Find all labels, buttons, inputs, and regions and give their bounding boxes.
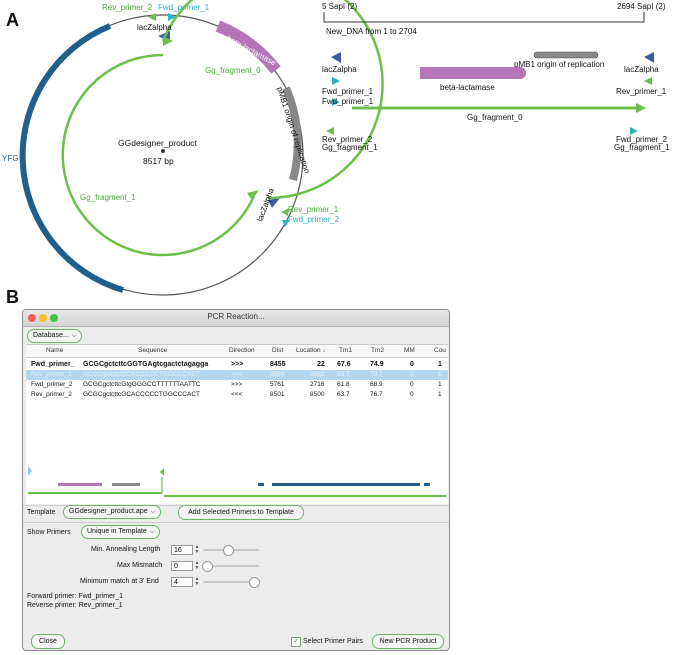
table-row[interactable]: Fwd_primer_ GCGCgctcttcGGTGAgtcgactctaga…	[31, 361, 442, 368]
linear-fwd-primer-1-label-a: Fwd_primer_1	[322, 87, 374, 96]
col-tm1[interactable]: Tm1	[339, 347, 352, 354]
max-mismatch-label: Max Mismatch	[117, 562, 163, 569]
rev-primer-1-marker	[281, 208, 289, 216]
linear-gg-fragment-0-label: Gg_fragment_0	[467, 113, 523, 122]
table-row[interactable]: Fwd_primer_2 GCGCgctcttcGtgGGGCCTTTTTTAA…	[31, 381, 442, 388]
chevron-down-icon: ⌵	[71, 333, 77, 339]
gg-fragment-1-arc	[61, 53, 256, 257]
pmb1-feature	[282, 86, 302, 182]
window-title: PCR Reaction...	[207, 312, 265, 321]
linear-beta-lactamase-label: beta-lactamase	[440, 83, 495, 92]
table-row-selected[interactable]: Rev_primer_1 GCGCgctcttcGCACCCCCTGGCCCAC…	[26, 370, 448, 380]
col-sequence[interactable]: Sequence	[138, 347, 168, 354]
circle-gg-fragment-1-label: Gg_fragment_1	[80, 193, 136, 202]
min-match-3-end-stepper[interactable]: ▲▼	[194, 576, 200, 587]
table-row[interactable]: Rev_primer_2 GCGCgctcttcGCACCCCCTGGCCCAC…	[31, 391, 442, 398]
col-dist[interactable]: Dist	[272, 347, 284, 354]
left-sapi-site: 5 SapI (2)	[322, 2, 357, 11]
min-annealing-slider-knob[interactable]	[223, 545, 234, 556]
linear-rev-primer-2-label: Rev_primer_2	[322, 135, 373, 144]
template-select[interactable]: GGdesigner_product.ape⌵	[63, 505, 162, 519]
chevron-down-icon: ⌵	[149, 529, 155, 535]
circle-yfg-label: YFG	[2, 154, 18, 163]
plasmid-map: Rev_primer_2 Fwd_primer_1 lacZalpha beta…	[2, 0, 670, 296]
pcr-reaction-window: PCR Reaction... Database...⌵ Name Sequen…	[22, 309, 450, 651]
plasmid-size: 8517 bp	[143, 156, 174, 166]
fwd-primer-1-marker	[168, 13, 176, 21]
laczalpha-right-marker	[268, 198, 280, 208]
circle-rev-primer-1-label: Rev_primer_1	[288, 205, 339, 214]
circle-fwd-primer-1-label: Fwd_primer_1	[158, 3, 210, 12]
title-bar: PCR Reaction...	[23, 310, 449, 327]
max-mismatch-input[interactable]: 0	[171, 561, 193, 571]
linear-laczalpha-left-marker	[331, 52, 341, 63]
linear-pmb1-feature	[533, 51, 599, 59]
min-annealing-input[interactable]: 16	[171, 545, 193, 555]
max-mismatch-slider-knob[interactable]	[202, 561, 213, 572]
plasmid-name: GGdesigner_product	[118, 138, 198, 148]
right-sapi-site: 2694 SapI (2)	[617, 2, 666, 11]
rev-primer-2-marker	[148, 13, 156, 21]
linear-gg-fragment-1-right-label: Gg_fragment_1	[614, 143, 670, 152]
min-match-3-end-input[interactable]: 4	[171, 577, 193, 587]
circle-gg-fragment-0-label: Gg_fragment_0	[205, 66, 261, 75]
max-mismatch-stepper[interactable]: ▲▼	[194, 560, 200, 571]
min-match-3-end-label: Minimum match at 3' End	[80, 578, 159, 585]
linear-laczalpha-right-marker	[644, 52, 654, 63]
min-annealing-stepper[interactable]: ▲▼	[194, 544, 200, 555]
mini-map[interactable]	[26, 460, 448, 504]
linear-laczalpha-left-label: lacZalpha	[322, 65, 357, 74]
show-primers-select[interactable]: Unique in Template⌵	[81, 525, 161, 539]
linear-fwd-primer-2-label: Fwd_primer_2	[616, 135, 668, 144]
col-name[interactable]: Name	[46, 347, 64, 354]
yfg-feature	[19, 23, 124, 293]
chevron-down-icon: ⌵	[150, 509, 156, 515]
col-mm[interactable]: MM	[404, 347, 415, 354]
new-pcr-product-button[interactable]: New PCR Product	[372, 634, 444, 649]
table-header: Name Sequence Direction Dist Location ↓ …	[26, 345, 448, 358]
max-mismatch-slider[interactable]	[203, 565, 259, 567]
template-label: Template	[27, 509, 56, 516]
linear-fwd-primer-1-label-b: Fwd_primer_1	[322, 97, 374, 106]
col-tm2[interactable]: Tm2	[371, 347, 384, 354]
add-primers-to-template-button[interactable]: Add Selected Primers to Template	[178, 505, 304, 520]
database-button[interactable]: Database...⌵	[27, 329, 83, 343]
close-button[interactable]: Close	[31, 634, 65, 649]
panel-b-letter: B	[6, 287, 19, 307]
zoom-window-icon[interactable]	[50, 314, 58, 322]
min-match-3-end-slider-knob[interactable]	[249, 577, 260, 588]
close-window-icon[interactable]	[28, 314, 36, 322]
panel-a-letter: A	[6, 10, 19, 30]
linear-rev-primer-1-label: Rev_primer_1	[616, 87, 667, 96]
col-location[interactable]: Location ↓	[296, 347, 326, 354]
select-primer-pairs-label: Select Primer Pairs	[303, 638, 363, 645]
min-annealing-label: Min. Annealing Length	[91, 546, 161, 553]
circle-rev-primer-2-label: Rev_primer_2	[102, 3, 153, 12]
linear-pmb1-label: pMB1 origin of replication	[514, 60, 604, 69]
circle-laczalpha-top-label: lacZalpha	[137, 23, 172, 32]
linear-laczalpha-right-label: lacZalpha	[624, 65, 659, 74]
col-direction[interactable]: Direction	[229, 347, 255, 354]
minimize-window-icon[interactable]	[39, 314, 47, 322]
select-primer-pairs-checkbox[interactable]: ✓	[291, 637, 301, 647]
circle-fwd-primer-2-label: Fwd_primer_2	[288, 215, 340, 224]
gg-fragment-0-arc	[161, 0, 384, 200]
reverse-primer-text: Reverse primer: Rev_primer_1	[27, 602, 123, 609]
fwd-primer-2-marker	[282, 220, 290, 227]
primer-table: Name Sequence Direction Dist Location ↓ …	[26, 344, 448, 461]
new-dna-title: New_DNA from 1 to 2704	[326, 27, 417, 36]
beta-lactamase-feature	[215, 20, 281, 74]
show-primers-label: Show Primers	[27, 529, 71, 536]
min-match-3-end-slider[interactable]	[203, 581, 259, 583]
linear-gg-fragment-1-left-label: Gg_fragment_1	[322, 143, 378, 152]
forward-primer-text: Forward primer: Fwd_primer_1	[27, 593, 124, 600]
linear-beta-lactamase-feature	[420, 67, 526, 79]
col-count[interactable]: Cou	[434, 347, 446, 354]
